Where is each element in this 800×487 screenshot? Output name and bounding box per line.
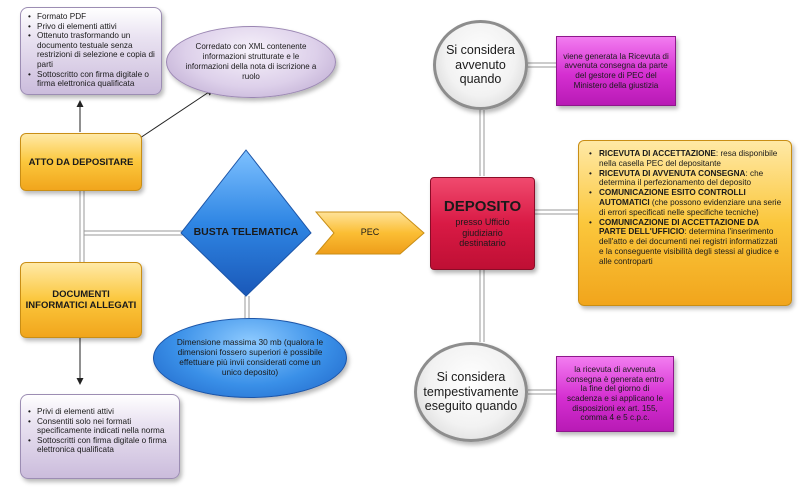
list-item: RICEVUTA DI ACCETTAZIONE: resa disponibi… xyxy=(585,149,783,169)
list-item: Formato PDF xyxy=(25,12,155,22)
deposito-title: DEPOSITO xyxy=(443,198,522,216)
ricevuta-accettazione-title: RICEVUTA DI ACCETTAZIONE xyxy=(599,149,716,158)
list-item: COMUNICAZIONE DI ACCETTAZIONE DA PARTE D… xyxy=(585,218,783,267)
accettazione-ufficio-title: COMUNICAZIONE DI ACCETTAZIONE DA PARTE D… xyxy=(599,217,759,237)
pec-arrow-shape xyxy=(314,211,425,255)
pec-label: PEC xyxy=(360,227,380,237)
avvenuto-ellipse: Si considera avvenuto quando xyxy=(433,20,528,110)
allegati-requirements-list: Privi di elementi attivi Consentiti solo… xyxy=(25,407,173,455)
list-item: COMUNICAZIONE ESITO CONTROLLI AUTOMATICI… xyxy=(585,188,783,217)
formato-requirements-box: Formato PDF Privo di elementi attivi Ott… xyxy=(20,7,162,95)
documenti-allegati-box: DOCUMENTI INFORMATICI ALLEGATI xyxy=(20,262,142,338)
esito-controlli-title: COMUNICAZIONE ESITO CONTROLLI AUTOMATICI xyxy=(599,188,746,207)
xml-info-text: Corredato con XML contenente informazion… xyxy=(185,42,317,81)
scadenza-box: la ricevuta di avvenuta consegna è gener… xyxy=(556,356,674,432)
esito-controlli-text: (che possono evidenziare una serie di er… xyxy=(599,197,782,217)
tempestivo-text: Si considera tempestivamente eseguito qu… xyxy=(423,370,519,414)
busta-diamond-shape xyxy=(180,149,312,297)
scadenza-text: la ricevuta di avvenuta consegna è gener… xyxy=(566,365,664,423)
list-item: Consentiti solo nei formati specificamen… xyxy=(25,417,173,436)
xml-info-ellipse: Corredato con XML contenente informazion… xyxy=(166,26,336,98)
list-item: Privo di elementi attivi xyxy=(25,22,155,32)
ricevuta-consegna-box: viene generata la Ricevuta di avvenuta c… xyxy=(556,36,676,106)
list-item: Privi di elementi attivi xyxy=(25,407,173,417)
ricevute-list: RICEVUTA DI ACCETTAZIONE: resa disponibi… xyxy=(585,149,783,267)
ricevute-list-box: RICEVUTA DI ACCETTAZIONE: resa disponibi… xyxy=(578,140,792,306)
list-item: Sottoscritto con firma digitale o firma … xyxy=(25,70,155,89)
deposito-box: DEPOSITO presso Ufficio giudiziario dest… xyxy=(430,177,535,270)
ricevuta-consegna-desc: : che determina il perfezionamento del d… xyxy=(599,168,764,188)
deposito-subtitle: presso Ufficio giudiziario destinatario xyxy=(455,217,510,249)
list-item: RICEVUTA DI AVVENUTA CONSEGNA: che deter… xyxy=(585,169,783,189)
dimensione-massima-text: Dimensione massima 30 mb (qualora le dim… xyxy=(176,337,324,377)
ricevuta-consegna-text: viene generata la Ricevuta di avvenuta c… xyxy=(563,51,669,90)
atto-da-depositare-box: ATTO DA DEPOSITARE xyxy=(20,133,142,191)
dimensione-massima-ellipse: Dimensione massima 30 mb (qualora le dim… xyxy=(153,318,347,398)
ricevuta-accettazione-text: : resa disponibile nella casella PEC del… xyxy=(599,149,778,168)
formato-requirements-list: Formato PDF Privo di elementi attivi Ott… xyxy=(25,12,155,89)
arrow-atto-to-xml xyxy=(139,88,214,139)
atto-da-depositare-label: ATTO DA DEPOSITARE xyxy=(28,156,134,168)
tempestivo-ellipse: Si considera tempestivamente eseguito qu… xyxy=(414,342,528,442)
avvenuto-text: Si considera avvenuto quando xyxy=(446,43,515,87)
allegati-requirements-box: Privi di elementi attivi Consentiti solo… xyxy=(20,394,180,479)
busta-telematica-label: BUSTA TELEMATICA xyxy=(193,226,299,238)
list-item: Ottenuto trasformando un documento testu… xyxy=(25,31,155,69)
accettazione-ufficio-text: : determina l'inserimento dell'atto e de… xyxy=(599,227,779,266)
documenti-allegati-label: DOCUMENTI INFORMATICI ALLEGATI xyxy=(25,289,137,311)
ricevuta-consegna-title: RICEVUTA DI AVVENUTA CONSEGNA xyxy=(599,168,746,178)
list-item: Sottoscritti con firma digitale o firma … xyxy=(25,436,173,455)
